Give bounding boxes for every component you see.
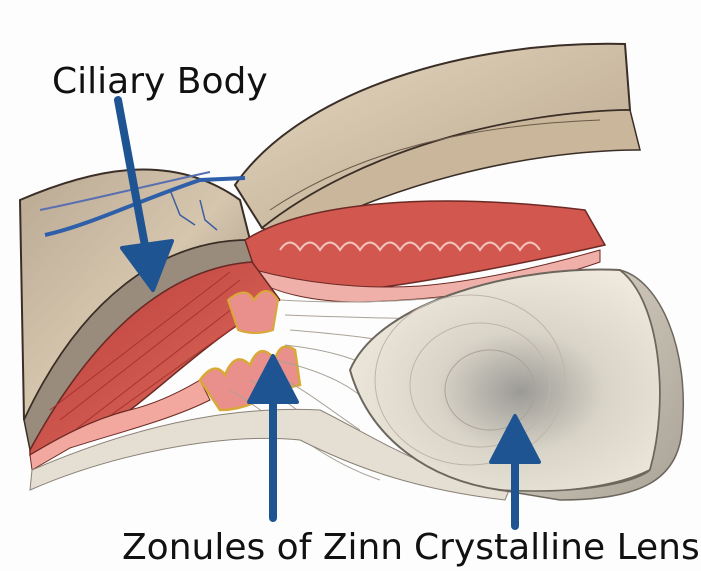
label-ciliary-body: Ciliary Body: [52, 64, 268, 100]
label-zonules-of-zinn: Zonules of Zinn: [122, 530, 403, 566]
label-crystalline-lens: Crystalline Lens: [414, 530, 700, 566]
